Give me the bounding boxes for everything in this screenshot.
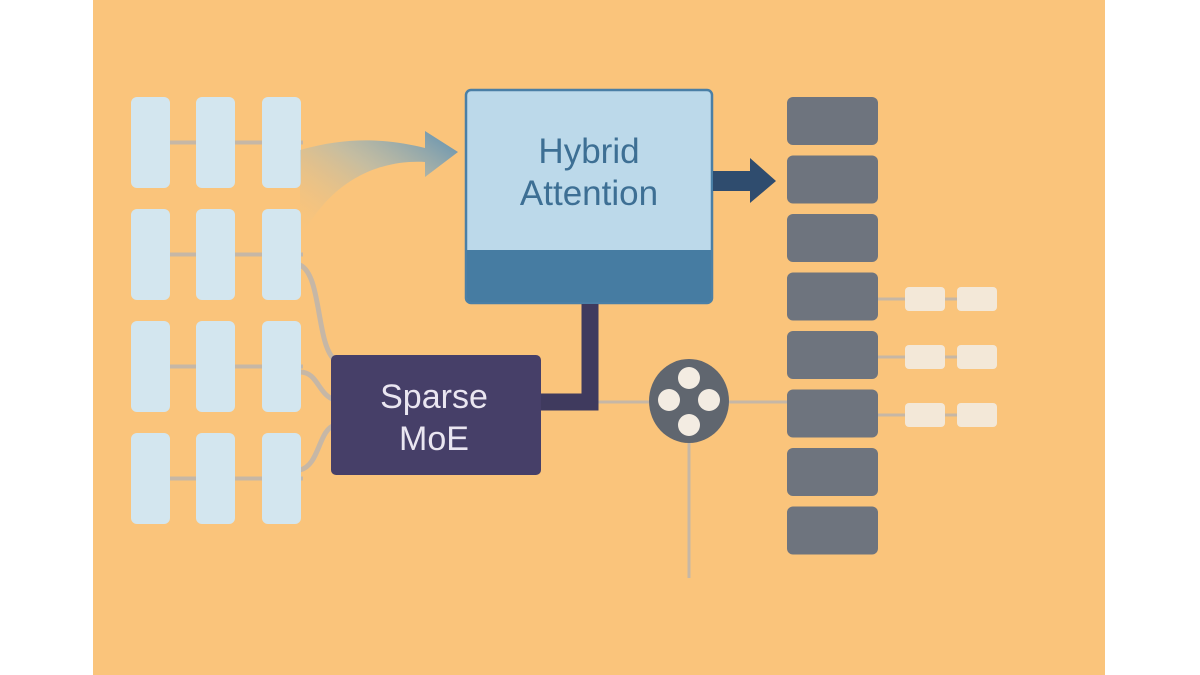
input-token <box>131 433 170 524</box>
hybrid-attention-block: Hybrid Attention <box>464 88 714 305</box>
input-token <box>196 433 235 524</box>
router-dots <box>658 367 720 436</box>
attention-to-output-arrow <box>713 158 776 203</box>
input-token-grid <box>131 97 301 524</box>
output-block <box>787 389 878 438</box>
input-token <box>196 209 235 300</box>
attention-title-line1: Hybrid <box>538 132 639 171</box>
side-token <box>905 403 945 427</box>
output-block <box>787 448 878 496</box>
moe-title-line2: MoE <box>399 420 469 458</box>
side-token <box>905 287 945 311</box>
output-block <box>787 506 878 555</box>
input-token <box>131 97 170 188</box>
input-token <box>262 97 301 188</box>
side-token <box>957 287 997 311</box>
side-token <box>905 345 945 369</box>
attention-title-line2: Attention <box>520 174 658 213</box>
input-token <box>131 209 170 300</box>
output-block <box>787 155 878 204</box>
output-block-stack <box>787 97 878 555</box>
router-dot <box>678 367 700 389</box>
output-block <box>787 214 878 262</box>
router-dot <box>658 389 680 411</box>
router-node <box>649 359 729 443</box>
output-block <box>787 331 878 379</box>
output-block <box>787 97 878 145</box>
attention-output-band <box>467 250 711 302</box>
attention-to-moe-link <box>540 304 599 411</box>
input-to-attention-flow-arrow <box>300 131 458 240</box>
router-circle <box>649 359 729 443</box>
connector-row4-to-moe <box>299 422 337 473</box>
side-token-grid <box>905 287 997 427</box>
moe-box <box>331 355 541 475</box>
moe-title-line1: Sparse <box>380 378 488 416</box>
connector-row2-to-moe <box>298 262 337 362</box>
side-token <box>957 403 997 427</box>
attention-box <box>464 88 714 305</box>
input-token <box>262 321 301 412</box>
router-dot <box>678 414 700 436</box>
input-token <box>196 97 235 188</box>
router-dot <box>698 389 720 411</box>
output-block <box>787 272 878 321</box>
side-token <box>957 345 997 369</box>
input-token <box>131 321 170 412</box>
input-token <box>262 209 301 300</box>
input-token <box>262 433 301 524</box>
sparse-moe-block: Sparse MoE <box>331 355 541 475</box>
input-token <box>196 321 235 412</box>
